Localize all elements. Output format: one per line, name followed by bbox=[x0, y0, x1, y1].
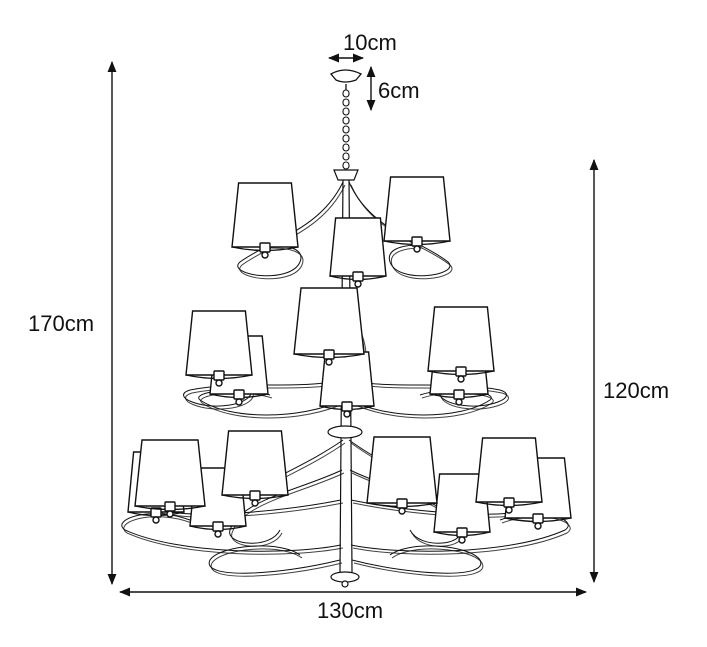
lamp-shade bbox=[231, 182, 299, 259]
lamp-shade bbox=[134, 439, 206, 518]
arm-scroll bbox=[239, 184, 346, 280]
arm-scroll bbox=[351, 377, 509, 410]
arm-scroll bbox=[208, 545, 341, 574]
arm-scroll bbox=[229, 469, 343, 544]
lamp-shade bbox=[475, 437, 543, 514]
arm-scroll bbox=[121, 513, 342, 552]
lamp-shade bbox=[433, 473, 491, 544]
canopy-height-label: 6cm bbox=[378, 78, 420, 103]
lamp-shade bbox=[366, 436, 438, 515]
lamp-shade bbox=[185, 310, 253, 387]
body-height-label: 120cm bbox=[603, 378, 670, 403]
total-height-label: 170cm bbox=[28, 311, 95, 336]
lamp-shade bbox=[293, 287, 365, 366]
arm-scroll bbox=[185, 377, 345, 410]
arm-scroll bbox=[237, 181, 344, 277]
arm-scroll bbox=[353, 548, 484, 577]
lamp-shade bbox=[319, 351, 375, 418]
lamp-shades bbox=[127, 176, 572, 544]
lamp-shade bbox=[427, 306, 495, 383]
lamp-shade bbox=[329, 217, 387, 288]
arm-scroll bbox=[210, 548, 343, 577]
arm-scroll bbox=[161, 502, 344, 518]
canopy bbox=[330, 69, 363, 90]
chain bbox=[342, 89, 350, 170]
width-label: 130cm bbox=[317, 598, 384, 623]
lamp-shade bbox=[221, 430, 289, 507]
arm-scroll bbox=[231, 472, 345, 547]
lamp-shade bbox=[383, 176, 451, 253]
canopy-width-label: 10cm bbox=[343, 30, 397, 55]
